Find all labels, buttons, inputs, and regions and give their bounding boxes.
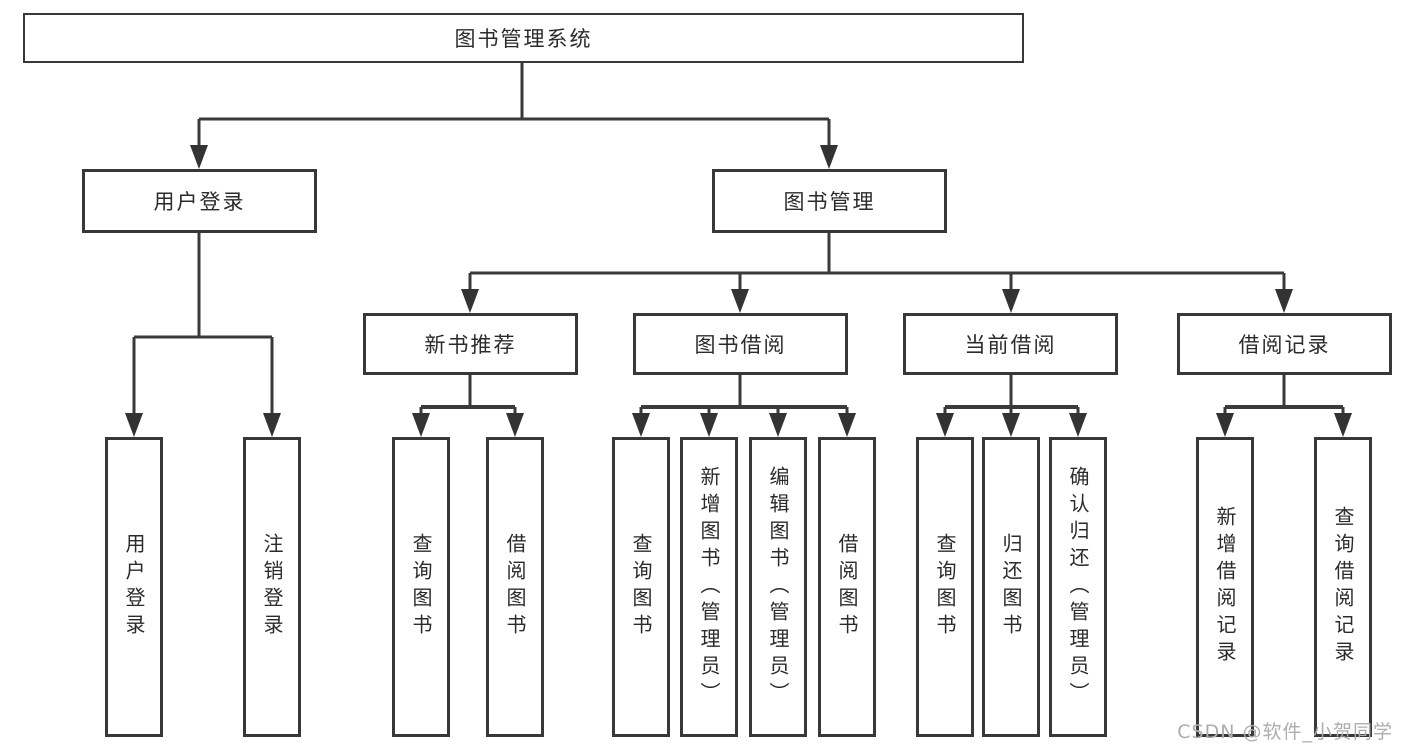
arrowhead-icon: [1069, 413, 1087, 437]
node-book-borrow: 图书借阅: [633, 313, 848, 375]
node-label: 图书管理系统: [454, 27, 593, 51]
arrowhead-icon: [731, 289, 749, 313]
node-recommend-borrow-books: 借阅图书: [486, 437, 544, 737]
arrowhead-icon: [412, 413, 430, 437]
node-borrow-books: 借阅图书: [818, 437, 876, 737]
arrowhead-icon: [263, 413, 281, 437]
node-library-system: 图书管理系统: [23, 13, 1024, 63]
node-label: 注销登录: [260, 533, 284, 641]
node-user-login-module: 用户登录: [82, 169, 317, 233]
node-label: 图书借阅: [694, 333, 787, 357]
arrowhead-icon: [1002, 289, 1020, 313]
node-borrow-records: 借阅记录: [1177, 313, 1392, 375]
node-recommend-query-books: 查询图书: [392, 437, 450, 737]
arrowhead-icon: [190, 145, 208, 169]
node-user-login: 用户登录: [105, 437, 163, 737]
node-label: 新增借阅记录: [1213, 506, 1237, 668]
arrowhead-icon: [820, 145, 838, 169]
node-label: 查询图书: [409, 533, 433, 641]
node-label: 查询图书: [629, 533, 653, 641]
node-label: 新书推荐: [424, 333, 517, 357]
arrowhead-icon: [461, 289, 479, 313]
node-label: 借阅记录: [1238, 333, 1331, 357]
node-return-book: 归还图书: [982, 437, 1040, 737]
node-borrow-query-books: 查询图书: [612, 437, 670, 737]
arrowhead-icon: [632, 413, 650, 437]
node-label: 用户登录: [153, 190, 246, 214]
node-current-query-books: 查询图书: [916, 437, 974, 737]
arrowhead-icon: [1334, 413, 1352, 437]
node-logout: 注销登录: [243, 437, 301, 737]
arrowhead-icon: [506, 413, 524, 437]
node-label: 归还图书: [999, 533, 1023, 641]
node-confirm-return-admin: 确认归还（管理员）: [1049, 437, 1107, 737]
node-query-borrow-record: 查询借阅记录: [1314, 437, 1372, 737]
node-add-borrow-record: 新增借阅记录: [1196, 437, 1254, 737]
node-new-book-recommend: 新书推荐: [363, 313, 578, 375]
node-label: 借阅图书: [835, 533, 859, 641]
node-label: 当前借阅: [964, 333, 1057, 357]
arrowhead-icon: [1002, 413, 1020, 437]
node-label: 借阅图书: [503, 533, 527, 641]
arrowhead-icon: [125, 413, 143, 437]
arrowhead-icon: [1216, 413, 1234, 437]
node-label: 新增图书（管理员）: [697, 465, 721, 709]
arrowhead-icon: [838, 413, 856, 437]
arrowhead-icon: [769, 413, 787, 437]
node-label: 确认归还（管理员）: [1066, 465, 1090, 709]
node-label: 查询图书: [933, 533, 957, 641]
node-label: 图书管理: [783, 190, 876, 214]
node-label: 查询借阅记录: [1331, 506, 1355, 668]
arrowhead-icon: [936, 413, 954, 437]
arrowhead-icon: [700, 413, 718, 437]
node-book-management: 图书管理: [712, 169, 947, 233]
csdn-watermark: CSDN @软件_小贺同学: [1177, 721, 1393, 743]
node-add-book-admin: 新增图书（管理员）: [680, 437, 738, 737]
node-label: 编辑图书（管理员）: [766, 465, 790, 709]
node-edit-book-admin: 编辑图书（管理员）: [749, 437, 807, 737]
arrowhead-icon: [1275, 289, 1293, 313]
node-current-borrow: 当前借阅: [903, 313, 1118, 375]
node-label: 用户登录: [122, 533, 146, 641]
